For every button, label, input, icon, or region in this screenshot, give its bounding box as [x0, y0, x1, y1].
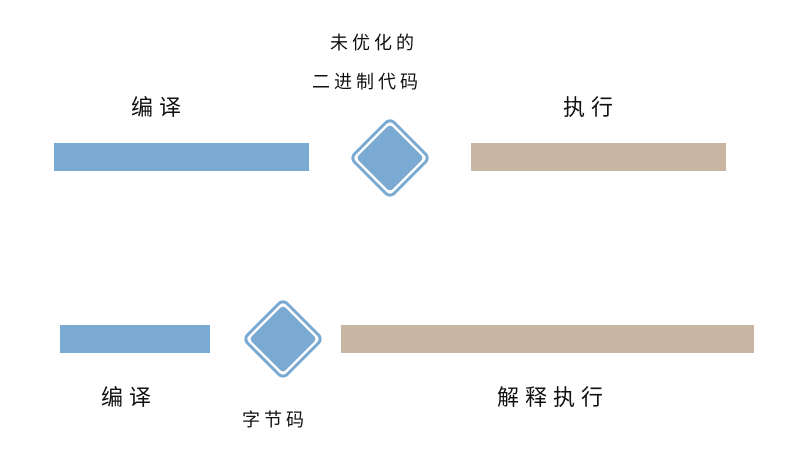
bottom-intermediate-label: 字节码	[242, 410, 308, 431]
bottom-execute-bar	[341, 325, 754, 353]
bottom-compile-bar	[60, 325, 210, 353]
top-intermediate-label-line1: 未优化的	[330, 33, 418, 54]
bottom-execute-label: 解释执行	[497, 386, 610, 411]
top-intermediate-diamond	[347, 115, 433, 201]
bottom-compile-label: 编译	[101, 386, 158, 411]
top-intermediate-label-line2: 二进制代码	[312, 72, 422, 93]
top-execute-bar	[471, 143, 726, 171]
bottom-intermediate-diamond	[240, 296, 326, 382]
diamond-shape-icon	[351, 119, 429, 197]
top-compile-bar	[54, 143, 309, 171]
diamond-shape-icon	[244, 300, 322, 378]
top-execute-label: 执行	[563, 96, 620, 121]
top-compile-label: 编译	[131, 96, 188, 121]
